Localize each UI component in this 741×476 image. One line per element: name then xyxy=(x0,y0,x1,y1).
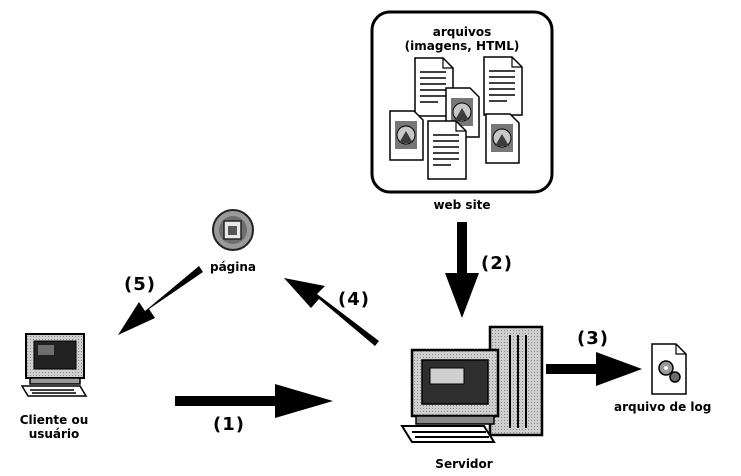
log-label: arquivo de log xyxy=(614,400,712,414)
website-caption: web site xyxy=(433,198,491,212)
arrow-step-5 xyxy=(118,266,203,335)
step-3-label: (3) xyxy=(577,328,609,349)
web-page-icon xyxy=(212,209,254,251)
step-1-label: (1) xyxy=(213,414,245,435)
client-computer-icon xyxy=(20,333,88,397)
arrow-step-1 xyxy=(175,384,333,418)
document-icon xyxy=(427,120,467,180)
image-file-icon xyxy=(485,113,520,164)
client-label-line1: Cliente ou xyxy=(19,413,89,427)
step-2-label: (2) xyxy=(481,253,513,274)
arrow-step-2 xyxy=(445,222,479,318)
files-label-line2: (imagens, HTML) xyxy=(404,39,520,53)
document-icon xyxy=(483,56,523,116)
server-label: Servidor xyxy=(435,457,493,471)
client-label-line2: usuário xyxy=(28,427,80,441)
step-4-label: (4) xyxy=(338,289,370,310)
files-label-line1: arquivos xyxy=(432,25,492,39)
log-file-icon xyxy=(651,343,687,395)
page-label: página xyxy=(209,260,257,274)
image-file-icon xyxy=(389,110,424,161)
step-5-label: (5) xyxy=(124,274,156,295)
arrow-step-4 xyxy=(284,278,379,346)
server-computer-icon xyxy=(400,325,544,443)
arrow-step-3 xyxy=(546,352,642,386)
